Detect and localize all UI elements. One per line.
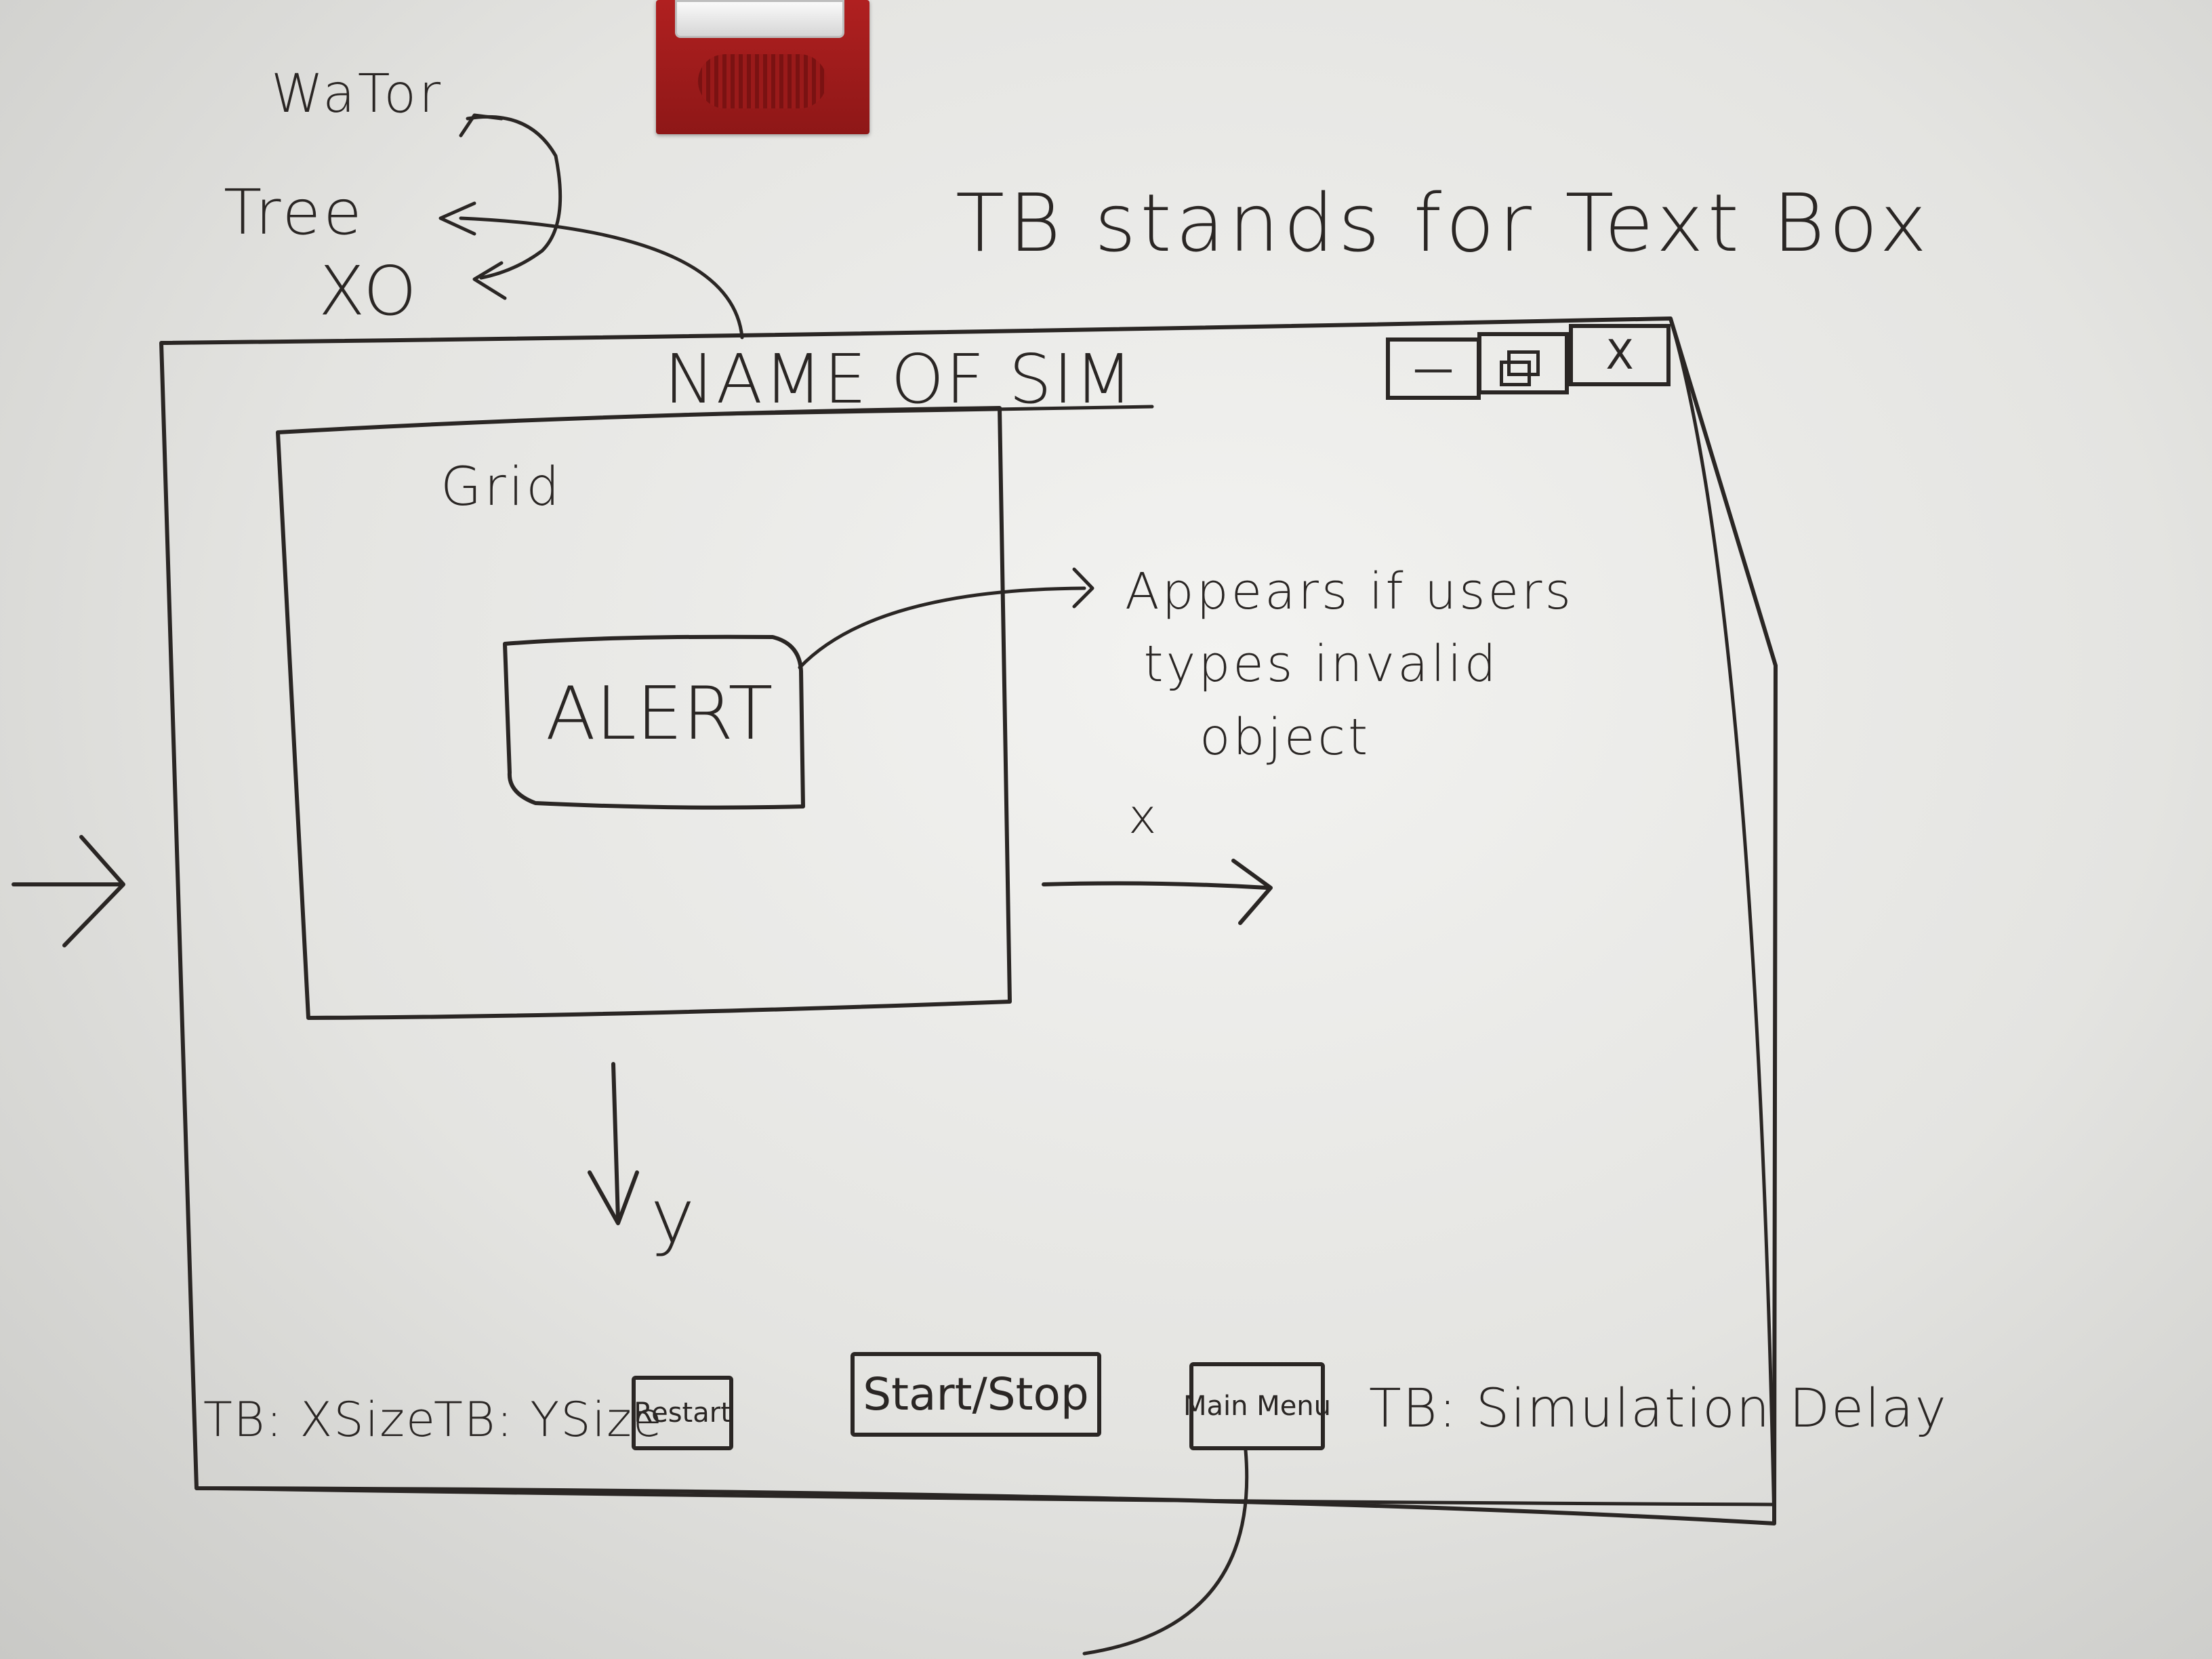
grid-label: Grid [441, 457, 562, 518]
window-frame [159, 316, 1778, 1525]
alert-note-arrowhead [1072, 567, 1094, 609]
sim-option-tree[interactable]: Tree [224, 176, 365, 249]
xsize-textbox[interactable]: TB: XSize [203, 1392, 437, 1448]
sim-option-xo[interactable]: XO [319, 251, 419, 331]
wator-arrowhead [459, 113, 504, 138]
alarm-speaker-grille [698, 54, 827, 108]
main-menu-button[interactable]: Main Menu [1183, 1362, 1331, 1450]
window-title: NAME OF SIM [664, 340, 1134, 419]
alert-label: ALERT [546, 672, 773, 756]
y-axis-arrow [611, 1062, 620, 1222]
minimize-icon: — [1413, 345, 1454, 392]
restart-button[interactable]: Restart [632, 1376, 733, 1450]
fire-alarm [656, 0, 869, 134]
alert-box [503, 634, 805, 810]
close-button[interactable]: X [1569, 324, 1671, 386]
start-stop-button[interactable]: Start/Stop [851, 1352, 1101, 1437]
start-stop-button-label: Start/Stop [863, 1368, 1089, 1420]
window-frame-right-edge [1668, 316, 1776, 1525]
restart-button-label: Restart [634, 1397, 731, 1429]
window-frame-bottom-edge [194, 1486, 1774, 1507]
alert-annotation: Appears if users types invalid object [1125, 562, 1574, 766]
simulation-delay-textbox[interactable]: TB: Simulation Delay [1369, 1378, 1948, 1439]
xo-arrowhead [472, 261, 507, 300]
title-bar-line [679, 405, 1154, 417]
main-menu-button-label: Main Menu [1183, 1391, 1332, 1422]
tree-arrowhead [438, 201, 476, 236]
x-axis-label: x [1128, 789, 1160, 844]
legend-note: TB stands for Text Box [956, 176, 1931, 270]
y-axis-label: y [651, 1173, 698, 1260]
ysize-textbox[interactable]: TB: YSize [434, 1392, 663, 1448]
options-loop [466, 115, 562, 280]
y-axis-arrowhead [588, 1170, 639, 1225]
close-icon: X [1605, 331, 1634, 379]
left-entry-arrowhead [62, 835, 125, 947]
x-axis-arrow [1042, 881, 1269, 890]
maximize-button[interactable] [1477, 332, 1569, 394]
main-menu-connector [1082, 1448, 1249, 1656]
grid-box [276, 406, 1012, 1020]
minimize-button[interactable]: — [1386, 337, 1481, 400]
restore-window-icon [1499, 350, 1540, 386]
title-options-connector [459, 216, 744, 340]
sim-option-wator[interactable]: WaTor [271, 64, 444, 125]
x-axis-arrowhead [1231, 859, 1273, 925]
alarm-strobe-lens [675, 0, 844, 38]
alert-note-connector [798, 586, 1086, 670]
